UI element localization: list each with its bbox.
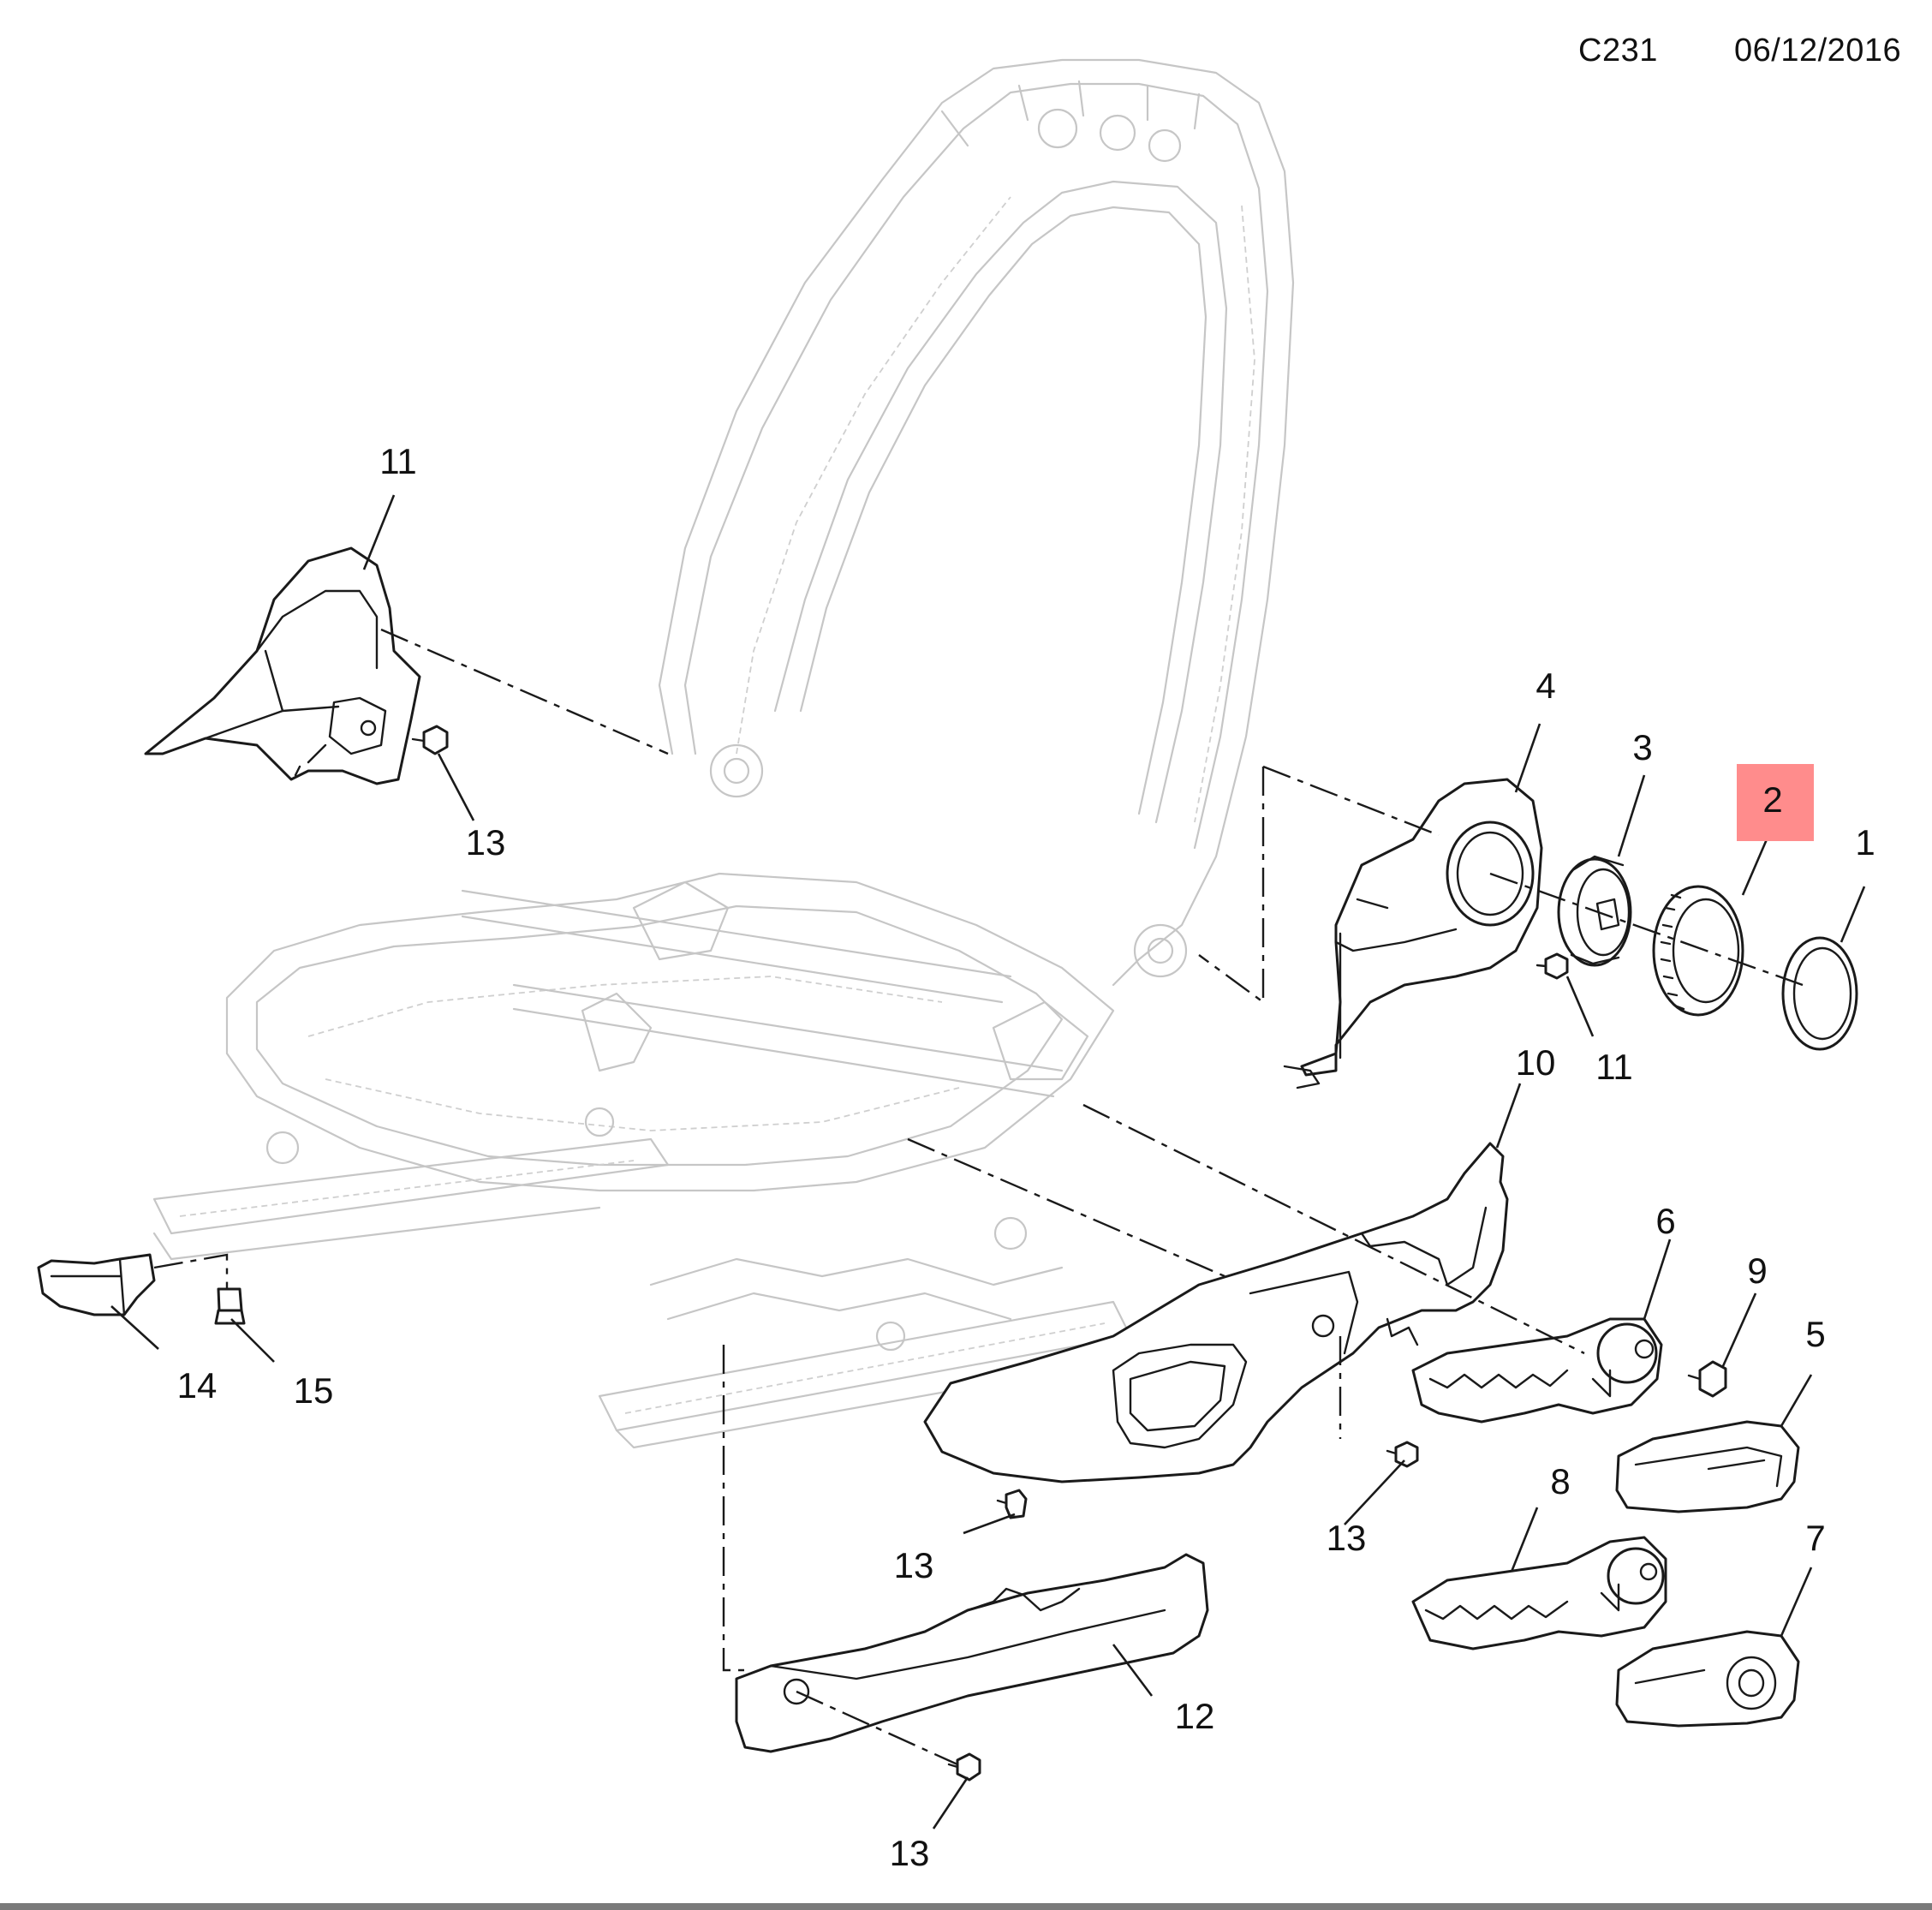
- callout-1: 1: [1855, 822, 1875, 862]
- callout-14: 14: [177, 1365, 218, 1406]
- part-7-handle: [1615, 1630, 1800, 1728]
- callout-2: 2: [1762, 779, 1782, 820]
- callout-3: 3: [1632, 727, 1652, 767]
- part-3-handwheel-adapter: [1557, 855, 1632, 967]
- part-14-lever-handle: [37, 1253, 156, 1316]
- callout-13-left: 13: [894, 1545, 934, 1585]
- part-10-seat-side-trim: [923, 1142, 1509, 1483]
- callout-7: 7: [1805, 1518, 1825, 1558]
- part-2-handwheel: [1652, 885, 1744, 1017]
- callout-labels: 11 13 4 3 2 1 11 10 6 9 5 14 15 13 13 8 …: [177, 441, 1875, 1873]
- diagram-code: C231: [1578, 33, 1658, 69]
- part-8-mechanism: [1411, 1536, 1667, 1650]
- leader-lines: [110, 494, 1866, 1829]
- callout-6: 6: [1655, 1201, 1675, 1241]
- part-6-recliner-mechanism: [1411, 1317, 1663, 1424]
- part-11-backrest-side-trim: [144, 546, 421, 785]
- part-9-screw: [1687, 1360, 1727, 1398]
- callout-10: 10: [1516, 1042, 1556, 1083]
- callout-13-bottom: 13: [890, 1833, 930, 1873]
- callout-12: 12: [1175, 1696, 1215, 1736]
- callout-11-top: 11: [379, 441, 417, 481]
- seat-frame-ghost: [152, 58, 1295, 1449]
- callout-4: 4: [1535, 666, 1555, 706]
- callout-8: 8: [1550, 1461, 1570, 1501]
- callout-13-top: 13: [466, 822, 506, 862]
- callout-13-middle: 13: [1327, 1518, 1367, 1558]
- callout-11-right: 11: [1595, 1047, 1633, 1087]
- callout-2-highlight: [1737, 764, 1814, 841]
- callout-5: 5: [1805, 1314, 1825, 1354]
- diagram-date: 06/12/2016: [1734, 33, 1902, 69]
- part-1-cap: [1781, 936, 1858, 1051]
- callout-15: 15: [294, 1370, 334, 1411]
- part-12-lower-trim: [735, 1553, 1209, 1753]
- part-13-screws: [411, 725, 1569, 1782]
- alignment-lines: [153, 628, 1804, 1766]
- part-5-handle: [1615, 1420, 1800, 1513]
- part-15-pin: [214, 1287, 246, 1325]
- callout-9: 9: [1747, 1250, 1767, 1291]
- bottom-border: [0, 1903, 1932, 1910]
